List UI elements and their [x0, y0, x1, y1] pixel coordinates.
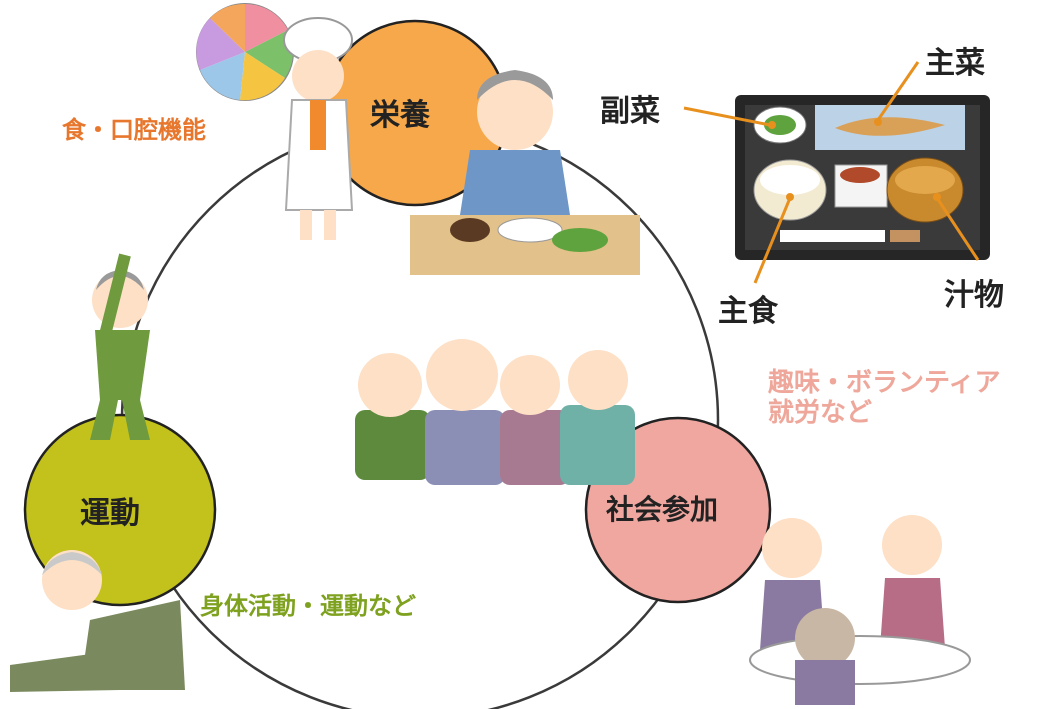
eating-elder-illustration: [410, 70, 640, 275]
tray-pointer-lines: [683, 61, 980, 284]
eiyou-circle-label: 栄養: [370, 98, 430, 133]
tray-label-shusai: 主菜: [925, 46, 985, 81]
shakai-caption-line1: 趣味・ボランティア: [768, 368, 1001, 398]
shakai-caption-line2: 就労など: [768, 398, 873, 428]
floor-stretch-elder-illustration: [10, 550, 185, 692]
tray-label-shirumono: 汁物: [944, 278, 1004, 313]
table-chat-illustration: [749, 515, 971, 705]
stretching-elder-illustration: [90, 253, 150, 440]
shakai-circle-label: 社会参加: [606, 493, 719, 526]
food-wheel-illustration: [196, 3, 294, 101]
tray-label-fukusai: 副菜: [600, 94, 660, 129]
tray-label-shushoku: 主食: [718, 294, 778, 329]
nutritionist-illustration: [283, 17, 354, 240]
eiyou-caption: 食・口腔機能: [62, 116, 206, 144]
elders-group-illustration: [355, 339, 635, 485]
undou-circle-label: 運動: [80, 496, 140, 531]
meal-tray-illustration: [735, 95, 990, 260]
undou-caption: 身体活動・運動など: [200, 592, 416, 620]
shakai-caption: 趣味・ボランティア 就労など: [768, 368, 1000, 428]
